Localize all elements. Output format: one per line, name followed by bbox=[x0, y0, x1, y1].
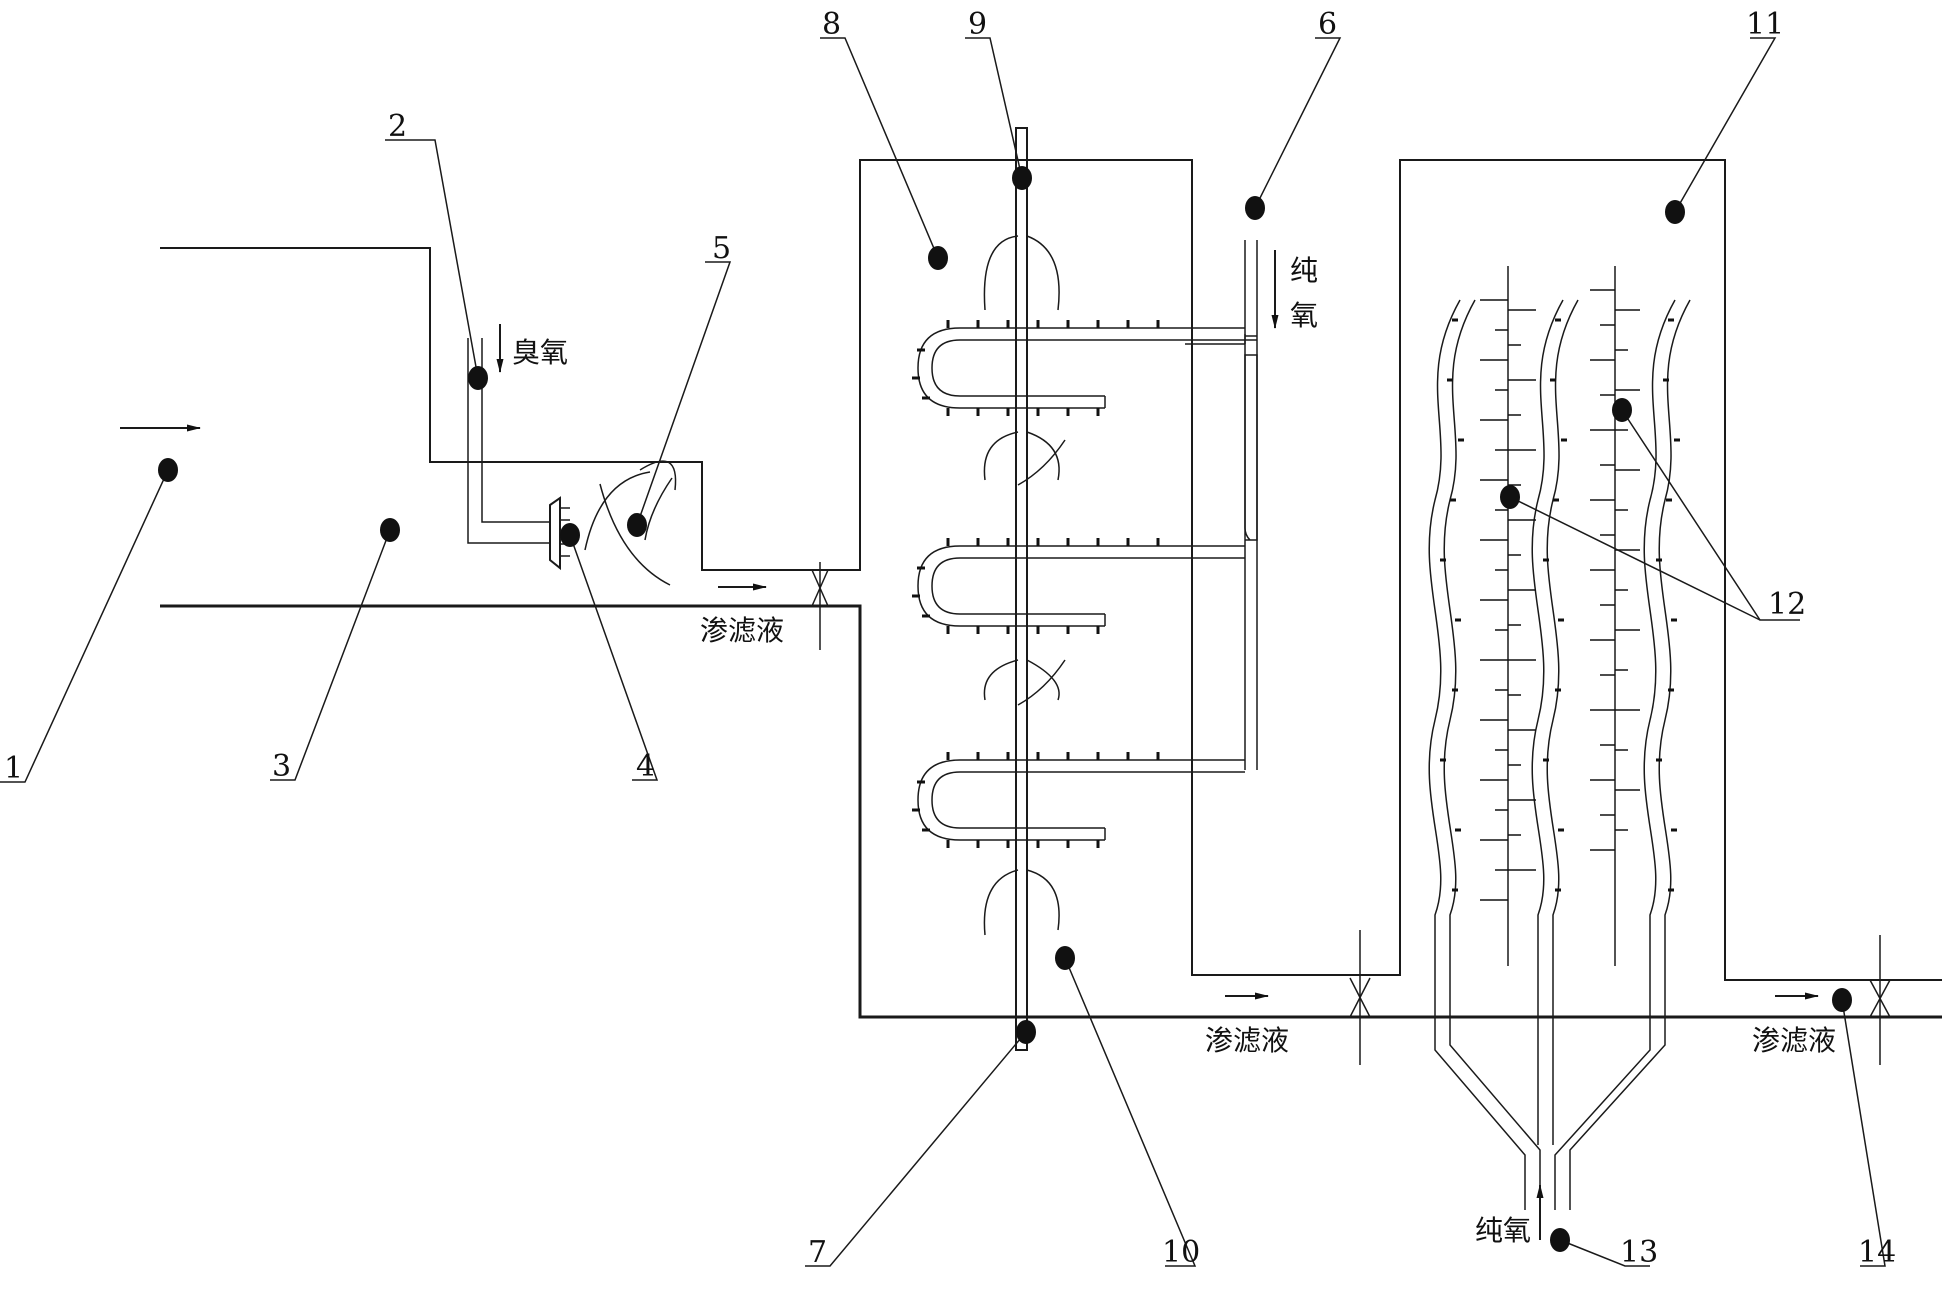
dot-14 bbox=[1832, 988, 1852, 1012]
dot-11 bbox=[1665, 200, 1685, 224]
pure-oxygen-label-1: 纯 bbox=[1290, 254, 1318, 287]
label-11: 11 bbox=[1746, 7, 1784, 42]
label-7: 7 bbox=[808, 1235, 827, 1270]
dot-12b bbox=[1500, 485, 1520, 509]
callout-dots bbox=[158, 166, 1852, 1252]
label-10: 10 bbox=[1162, 1235, 1200, 1270]
ozone-pipe bbox=[467, 324, 570, 571]
callout-numbers: 1 2 3 4 5 6 7 8 9 10 11 12 13 14 bbox=[4, 7, 1896, 1270]
dot-5 bbox=[627, 513, 647, 537]
label-13: 13 bbox=[1620, 1235, 1658, 1270]
label-4: 4 bbox=[636, 749, 655, 784]
dot-3 bbox=[380, 518, 400, 542]
label-6: 6 bbox=[1318, 7, 1337, 42]
aeration-stage-1 bbox=[917, 327, 1257, 409]
aeration-nozzles bbox=[912, 320, 1160, 848]
dot-12a bbox=[1612, 398, 1632, 422]
valve-1 bbox=[811, 562, 829, 650]
dot-1 bbox=[158, 458, 178, 482]
label-9: 9 bbox=[968, 7, 987, 42]
dot-6 bbox=[1245, 196, 1265, 220]
baffle-racks bbox=[1480, 266, 1640, 966]
flow-labels: 臭氧 纯 氧 纯氧 渗滤液 渗滤液 渗滤液 bbox=[512, 254, 1836, 1247]
inlet-channel bbox=[160, 159, 1942, 1019]
dot-2 bbox=[468, 366, 488, 390]
dot-8 bbox=[928, 246, 948, 270]
ozone-label: 臭氧 bbox=[512, 336, 568, 369]
dot-4 bbox=[560, 523, 580, 547]
label-14: 14 bbox=[1858, 1235, 1896, 1270]
leachate-label-3: 渗滤液 bbox=[1752, 1024, 1836, 1057]
label-8: 8 bbox=[822, 7, 841, 42]
label-5: 5 bbox=[712, 231, 731, 266]
oxygen-manifold bbox=[1244, 240, 1279, 770]
leader-lines bbox=[0, 37, 1886, 1267]
stirring-shaft bbox=[1015, 127, 1028, 1051]
pure-oxygen-label-2: 氧 bbox=[1290, 299, 1318, 332]
pure-oxygen-label-bottom: 纯氧 bbox=[1475, 1214, 1531, 1247]
valve-2 bbox=[1349, 930, 1371, 1065]
label-2: 2 bbox=[388, 109, 407, 144]
dot-10 bbox=[1055, 946, 1075, 970]
label-12: 12 bbox=[1768, 587, 1806, 622]
wavy-aeration-pipes bbox=[1428, 299, 1691, 1210]
label-3: 3 bbox=[272, 749, 291, 784]
valve-3 bbox=[1869, 935, 1891, 1065]
aeration-stage-2 bbox=[917, 545, 1245, 627]
label-1: 1 bbox=[4, 751, 23, 786]
stirrer-blades bbox=[983, 235, 1066, 936]
mixer-blades bbox=[584, 460, 677, 586]
aeration-tubes bbox=[912, 320, 1258, 848]
aeration-stage-3 bbox=[917, 759, 1245, 841]
leachate-label-2: 渗滤液 bbox=[1205, 1024, 1289, 1057]
dot-7 bbox=[1016, 1020, 1036, 1044]
leachate-label-1: 渗滤液 bbox=[700, 614, 784, 647]
dot-9 bbox=[1012, 166, 1032, 190]
dot-13 bbox=[1550, 1228, 1570, 1252]
